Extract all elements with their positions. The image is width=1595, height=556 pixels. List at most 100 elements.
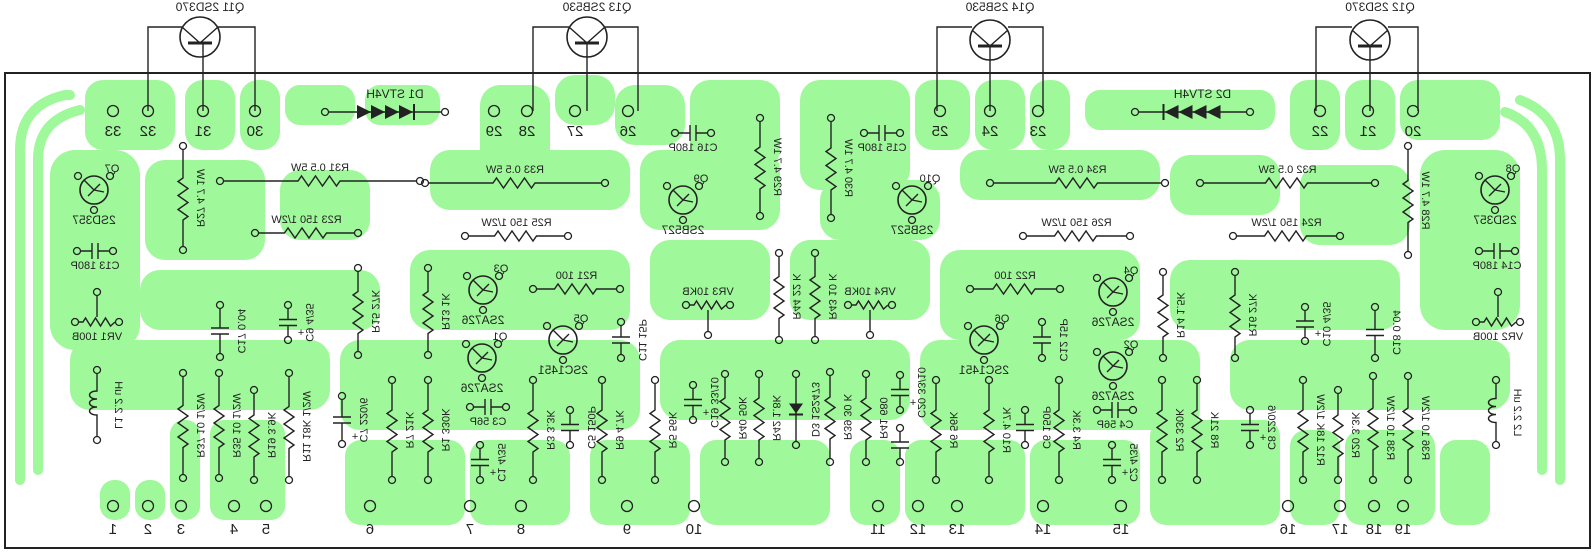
pad-hole xyxy=(1157,475,1167,485)
terminal-14-label: 14 xyxy=(1035,521,1052,538)
terminal-2-pad xyxy=(141,499,155,513)
resistor-icon xyxy=(421,272,435,351)
pad-hole xyxy=(460,231,470,241)
pad-hole xyxy=(283,300,293,310)
pad-hole xyxy=(1491,375,1501,385)
pad-hole xyxy=(1298,375,1308,385)
pad-hole xyxy=(1158,267,1168,277)
pad-hole xyxy=(826,213,836,223)
pad-hole xyxy=(650,375,660,385)
capacitor-c9: +C9 4/35 xyxy=(279,300,315,345)
terminal-15-label: 15 xyxy=(1113,521,1130,538)
terminal-32-label-text: 32 xyxy=(140,123,157,140)
pad-hole xyxy=(720,457,730,467)
capacitor-c20-label-text: C20 33/10 xyxy=(915,367,927,418)
diode-d3-label: D3 1S2473 xyxy=(809,382,821,437)
resistor-r2-label: R2 330K xyxy=(1173,408,1185,451)
pad-hole xyxy=(774,248,784,258)
pad-hole xyxy=(250,228,260,238)
transistor-q13-label-text: Q13 2SB530 xyxy=(562,0,631,14)
pad-hole xyxy=(616,317,626,327)
pad-hole xyxy=(810,335,820,345)
terminal-22-label: 22 xyxy=(1312,123,1329,140)
transistor-symbol-icon xyxy=(897,185,927,215)
terminal-27-label-text: 27 xyxy=(567,123,584,140)
resistor-r38-label-text: R38 10 1/2W xyxy=(1384,395,1396,460)
pad-hole xyxy=(475,440,485,450)
pad-hole xyxy=(387,475,397,485)
pad-hole xyxy=(92,365,102,375)
pad-hole xyxy=(703,330,713,340)
terminal-31-label-text: 31 xyxy=(195,123,212,140)
transistor-q5-type-text: 2SC1451 xyxy=(538,363,588,377)
pad-hole xyxy=(1192,475,1202,485)
capacitor-c14-label: C14 180P xyxy=(1473,260,1522,272)
resistor-r6-label-text: R6 56K xyxy=(947,411,959,448)
potentiometer-vr3-label: VR3 10KB xyxy=(682,286,733,298)
diode-icon xyxy=(371,105,385,119)
transistor-symbol-icon xyxy=(668,185,698,215)
transistor-q14: Q14 2SB530 xyxy=(936,0,1044,111)
resistor-r26-label: R26 150 1/2W xyxy=(1041,217,1112,229)
inductor-l2-label-text: L2 2.2 uH xyxy=(1511,389,1523,437)
resistor-icon xyxy=(753,122,767,212)
pad-hole xyxy=(1510,246,1520,256)
pad-hole xyxy=(1107,475,1117,485)
transistor-q10-label: Q10 xyxy=(920,173,941,185)
terminal-10-label: 10 xyxy=(686,521,703,538)
copper-layer xyxy=(4,72,1591,549)
transistor-q12: Q12 2SD370 xyxy=(1315,0,1419,111)
resistor-r39: R39 30 K xyxy=(823,367,853,467)
resistor-r21: R21 100 xyxy=(528,270,625,296)
terminal-14-pad xyxy=(1036,499,1050,513)
resistor-icon xyxy=(1296,384,1310,476)
pad-hole xyxy=(1157,375,1167,385)
resistor-r40: R40 50K xyxy=(718,369,748,467)
terminal-5-label: 5 xyxy=(262,521,270,538)
pad-hole xyxy=(1054,475,1064,485)
diode-icon xyxy=(357,105,371,119)
transistor-q5-type: 2SC1451 xyxy=(538,363,588,377)
terminal-33-label-text: 33 xyxy=(105,123,122,140)
transistor-q8-type: 2SD357 xyxy=(1473,213,1517,227)
resistor-r39-label-text: R39 30 K xyxy=(841,393,853,440)
resistor-r19: R19 3.9K xyxy=(247,385,277,485)
pad-hole xyxy=(1370,353,1380,363)
pad-hole xyxy=(1245,405,1255,415)
resistor-r10-label-text: R10 4.7K xyxy=(1000,406,1012,453)
terminal-9-label-text: 9 xyxy=(623,521,631,538)
terminal-16-pad xyxy=(1281,499,1295,513)
resistor-r23-label: R23 150 1/2W xyxy=(271,214,342,226)
resistor-r34-label-text: R34 0.5 5W xyxy=(1048,164,1107,176)
pad-hole xyxy=(865,330,875,340)
pad-hole xyxy=(249,475,259,485)
resistor-r36: R36 10 1/2W xyxy=(1401,371,1431,485)
capacitor-c8-label: C8 220/6 xyxy=(1265,405,1277,450)
pad-hole xyxy=(423,263,433,273)
terminal-3-label: 3 xyxy=(177,521,185,538)
terminal-31-label: 31 xyxy=(195,123,212,140)
resistor-r4-label-text: R4 3.3K xyxy=(1070,409,1082,449)
terminal-11-label-text: 11 xyxy=(870,521,886,538)
resistor-icon xyxy=(247,394,261,476)
resistor-r1-label: R1 330K xyxy=(439,408,451,451)
resistor-r15-label: R15 27K xyxy=(369,289,381,332)
pad-hole xyxy=(337,439,347,449)
potentiometer-icon xyxy=(852,299,889,311)
terminal-2-label: 2 xyxy=(144,521,152,538)
capacitor-icon xyxy=(1366,311,1384,354)
transistor-q5-label-text: Q5 xyxy=(574,313,589,325)
terminal-4-label: 4 xyxy=(230,521,238,538)
pad-hole xyxy=(754,369,764,379)
pad-hole xyxy=(574,321,584,331)
resistor-r13-label: R13 1K xyxy=(439,292,451,329)
pad-hole xyxy=(565,405,575,415)
pad-hole xyxy=(688,415,698,425)
terminal-9-pad xyxy=(620,499,634,513)
capacitor-c5-label: C5 150P xyxy=(585,406,597,449)
resistor-icon xyxy=(176,377,190,474)
